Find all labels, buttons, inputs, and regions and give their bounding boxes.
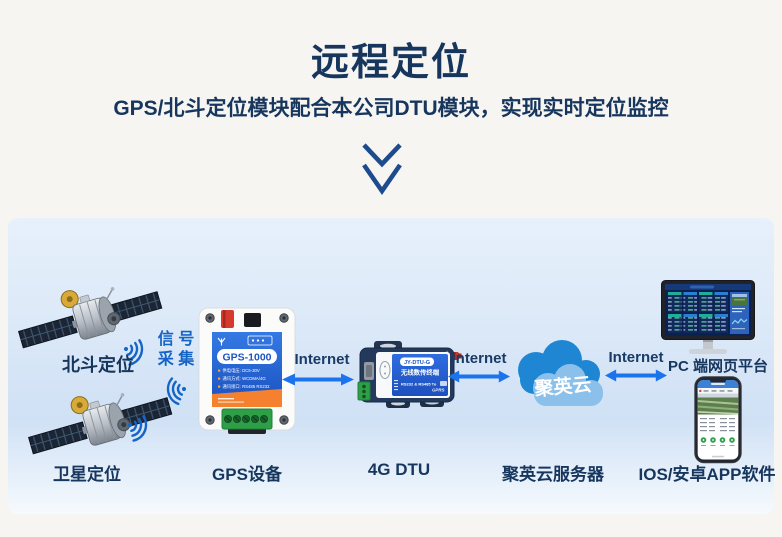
signal-collect-label: 信 号 采 集 xyxy=(157,331,195,368)
dtu-name-text: 无线数传终端 xyxy=(400,368,440,377)
label-dtu: 4G DTU xyxy=(367,460,431,479)
chevron-down-double-icon xyxy=(359,142,405,203)
dtu-device: CE JY-DTU-G 无线数传终端 RS232 & RS485 To GP xyxy=(356,340,462,423)
label-cloud-server: 聚英云服务器 xyxy=(502,465,604,484)
label-beidou: 北斗定位 xyxy=(62,355,134,375)
satellite-beidou-icon xyxy=(16,274,166,369)
phone-app-icon xyxy=(694,376,742,469)
gps-1000-device: GPS-1000 供电电压: DC5-30V 通讯方式: WCDMA/4G 通讯… xyxy=(198,302,296,441)
double-arrow-icon xyxy=(605,368,667,388)
diagram-panel: 北斗定位 xyxy=(8,218,775,514)
gps-model-text: GPS-1000 xyxy=(222,352,271,364)
gps-spec-3: 通讯接口: RS485 RS232 xyxy=(223,383,271,390)
signal-waves-icon xyxy=(118,330,156,373)
satellite-gps-icon xyxy=(26,380,176,475)
signal-collect-waves-icon xyxy=(152,370,192,413)
gps-spec-2: 通讯方式: WCDMA/4G xyxy=(223,375,267,382)
internet-label-1: Internet xyxy=(294,351,350,368)
label-pc-platform: PC 端网页平台 xyxy=(667,358,768,375)
dtu-model-text: JY-DTU-G xyxy=(404,360,430,366)
label-gps-device: GPS设备 xyxy=(212,465,282,484)
label-satellite: 卫星定位 xyxy=(53,465,121,484)
page-title: 远程定位 xyxy=(310,42,471,84)
internet-label-3: Internet xyxy=(608,349,664,366)
pc-monitor-icon xyxy=(660,280,756,363)
page-subtitle: GPS/北斗定位模块配合本公司DTU模块，实现实时定位监控 xyxy=(113,97,669,120)
gps-spec-1: 供电电压: DC5-30V xyxy=(223,367,260,374)
double-arrow-icon xyxy=(282,372,354,392)
dtu-ports-text: RS232 & RS485 To xyxy=(401,382,437,387)
dtu-net-text: GPRS xyxy=(432,388,445,393)
internet-label-2: Internet xyxy=(451,350,507,367)
cloud-server-icon: 聚英云 xyxy=(506,336,608,425)
double-arrow-icon xyxy=(448,369,510,389)
label-app: IOS/安卓APP软件 xyxy=(638,465,776,484)
signal-waves-icon xyxy=(122,406,160,449)
